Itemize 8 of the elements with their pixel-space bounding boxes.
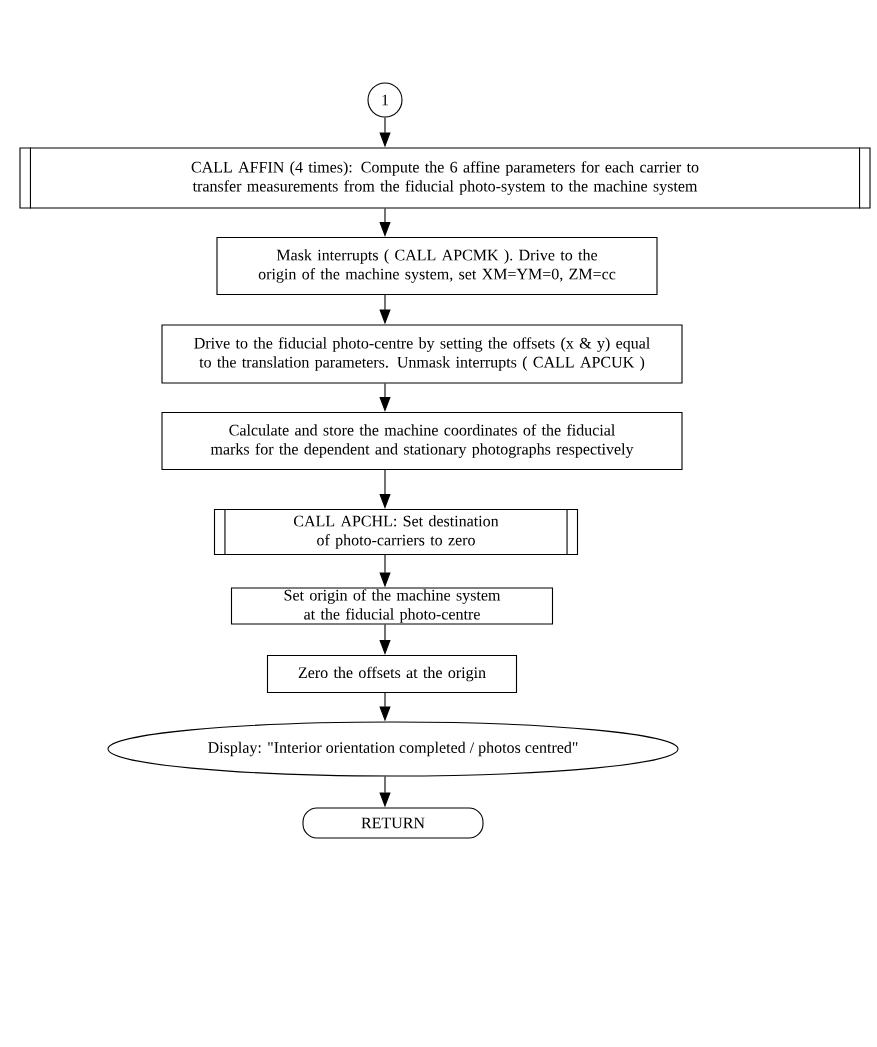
process-box: Drive to the fiducial photo-centre by setting the offsets (x & y) equal to the translation parameters. Unmask interrupts ( CALL APCUK ): [161, 324, 683, 384]
subroutine-box: CALL AFFIN (4 times): Compute the 6 affine parameters for each carrier to transfer measurements from the fiducial photo-system to the machine system: [19, 146, 871, 210]
process-box: Calculate and store the machine coordinates of the fiducial marks for the dependent and stationary photographs respectively: [161, 411, 683, 471]
process-box: Mask interrupts ( CALL APCMK ). Drive to the origin of the machine system, set XM=YM=0, ZM=cc: [216, 236, 658, 296]
terminal-box: RETURN: [302, 807, 484, 839]
subroutine-box: CALL APCHL: Set destination of photo-carriers to zero: [213, 508, 579, 556]
process-box: Zero the offsets at the origin: [266, 654, 518, 694]
process-box: Set origin of the machine system at the fiducial photo-centre: [230, 587, 554, 625]
